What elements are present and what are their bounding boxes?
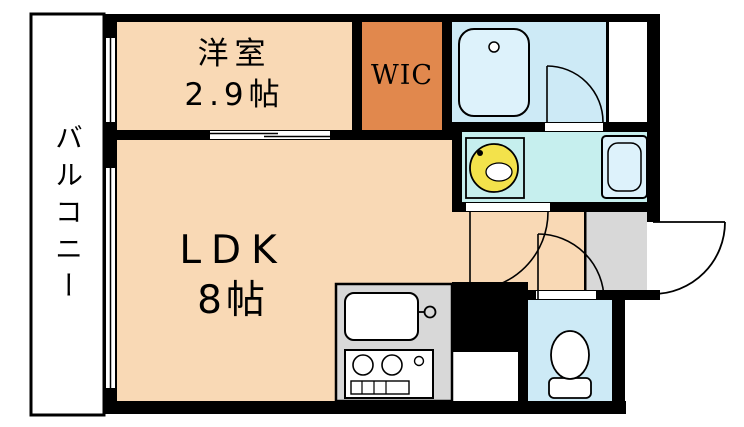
stove-burner-2-icon	[381, 354, 403, 376]
entrance-area	[586, 212, 652, 290]
bath-door-opening	[545, 123, 603, 131]
wic-area	[362, 22, 442, 132]
void-pocket	[452, 352, 518, 401]
wall-toilet-left	[518, 282, 528, 414]
western-room-area	[117, 22, 352, 132]
pipe-space-wall	[606, 22, 609, 122]
western-room-size: 2.9帖	[184, 77, 285, 113]
ldk-size: 8帖	[197, 278, 269, 323]
ldk-label: LDK 8帖	[117, 226, 349, 326]
balcony-label: バルコニー	[51, 122, 84, 308]
washroom-door-opening	[466, 203, 550, 211]
kitchen-faucet-icon	[423, 305, 437, 319]
front-door-opening	[647, 222, 660, 290]
toilet-bowl-icon	[550, 330, 590, 380]
washing-machine-pan-icon	[601, 135, 648, 199]
bathtub-icon	[458, 28, 530, 117]
wall-ldk-washroom	[452, 122, 462, 212]
western-room-name: 洋室	[197, 36, 272, 72]
sliding-door-opening	[210, 131, 330, 139]
wic-label: WIC	[370, 60, 434, 91]
wall-western-room-wic	[352, 22, 362, 130]
pipe-space-area	[608, 22, 647, 122]
hallway-area	[452, 212, 586, 290]
bath-door-swing-arc	[546, 65, 604, 123]
entrance-step-line	[584, 212, 587, 290]
wall-washroom-bottom	[452, 202, 660, 212]
western-room-label: 洋室 2.9帖	[117, 34, 352, 116]
wall-right-upper	[647, 14, 660, 222]
wall-toilet-right	[612, 290, 625, 414]
wall-wic-right	[442, 14, 452, 132]
washing-machine-drum-icon	[607, 142, 642, 192]
wash-basin-faucet-icon	[477, 150, 483, 156]
bathtub-drain-icon	[488, 41, 500, 53]
toilet-door-swing-arc	[537, 233, 605, 301]
vanity-counter	[465, 137, 525, 199]
pipe-shaft	[452, 282, 518, 352]
stove-grill-icon	[350, 380, 410, 395]
toilet-tank-icon	[548, 377, 592, 399]
balcony-area	[29, 12, 106, 417]
wall-top	[104, 14, 660, 22]
toilet-door-opening	[536, 291, 596, 299]
stove-burner-1-icon	[352, 354, 374, 376]
wall-bottom	[104, 401, 626, 414]
stove-burner-3-icon	[413, 355, 425, 367]
wash-basin-bowl-icon	[485, 162, 513, 182]
kitchen-sink-icon	[344, 292, 419, 341]
washroom-door-swing-arc	[469, 211, 549, 291]
front-door-swing-arc	[652, 221, 726, 295]
ldk-name: LDK	[179, 228, 287, 273]
